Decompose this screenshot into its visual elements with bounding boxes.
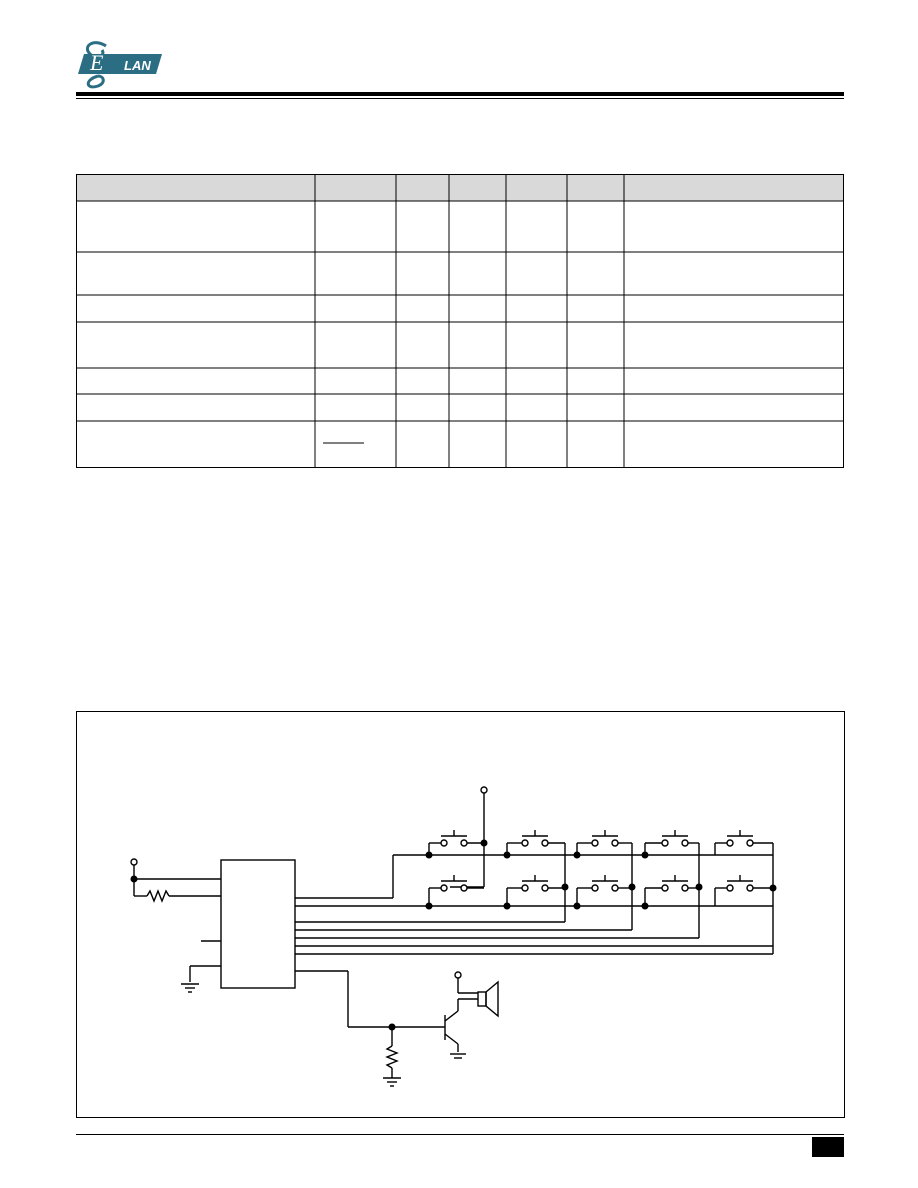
junction-dot bbox=[425, 902, 433, 910]
logo-wordmark: LAN bbox=[124, 58, 151, 73]
pull-down-resistor bbox=[385, 1045, 399, 1069]
junction-dot bbox=[641, 851, 649, 859]
pull-up-resistor bbox=[146, 889, 170, 903]
logo-swash-top bbox=[85, 41, 107, 59]
key-switch bbox=[726, 875, 754, 892]
junction-dot bbox=[425, 851, 433, 859]
application-circuit bbox=[76, 711, 845, 1118]
junction-dot bbox=[573, 902, 581, 910]
header-rule-thin bbox=[76, 98, 844, 99]
junction-dot bbox=[695, 883, 703, 891]
speaker bbox=[477, 980, 499, 1018]
junction-dot bbox=[769, 884, 777, 892]
junction-dot bbox=[503, 902, 511, 910]
page-number-badge bbox=[812, 1137, 844, 1157]
key-switch bbox=[440, 875, 468, 892]
logo-swash-bottom bbox=[86, 74, 105, 89]
spec-table bbox=[76, 174, 844, 468]
elan-logo: E LAN bbox=[76, 36, 166, 90]
key-switch bbox=[726, 830, 754, 847]
junction-dot bbox=[130, 875, 138, 883]
junction-dot bbox=[503, 851, 511, 859]
ground-symbol bbox=[181, 983, 199, 993]
key-switch bbox=[591, 830, 619, 847]
junction-dot bbox=[641, 902, 649, 910]
speaker-vdd-terminal bbox=[454, 971, 462, 979]
ground-symbol bbox=[450, 1053, 466, 1059]
junction-dot bbox=[388, 1023, 396, 1031]
ground-symbol bbox=[383, 1077, 401, 1087]
key-switch bbox=[521, 830, 549, 847]
table-header-row bbox=[76, 174, 844, 201]
npn-transistor bbox=[444, 999, 459, 1052]
key-switch bbox=[661, 830, 689, 847]
vdd-terminal bbox=[130, 858, 138, 866]
footer-rule bbox=[76, 1134, 844, 1135]
junction-dot bbox=[480, 839, 488, 847]
header-rule-thick bbox=[76, 92, 844, 96]
junction-dot bbox=[573, 851, 581, 859]
table-outline bbox=[76, 174, 844, 468]
junction-dot bbox=[561, 883, 569, 891]
key-switch bbox=[440, 830, 468, 847]
key-switch bbox=[661, 875, 689, 892]
keypad-vdd-terminal bbox=[480, 786, 488, 794]
logo-mark: E bbox=[89, 50, 104, 75]
key-switch bbox=[521, 875, 549, 892]
mcu-block bbox=[220, 859, 296, 989]
junction-dot bbox=[628, 883, 636, 891]
key-switch bbox=[591, 875, 619, 892]
logo-banner bbox=[78, 54, 162, 74]
